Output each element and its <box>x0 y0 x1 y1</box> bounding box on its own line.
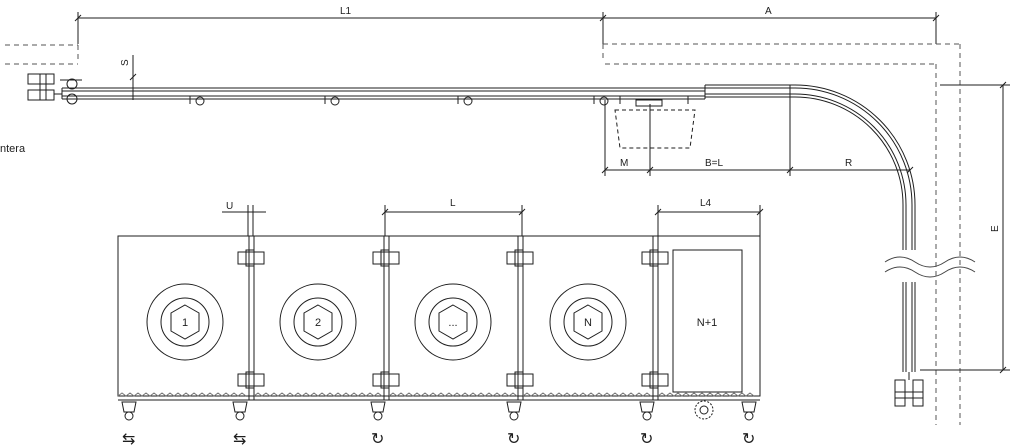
slide-arrow-icon: ⇆ <box>122 429 135 448</box>
panel-label-2: 2 <box>315 317 321 329</box>
panel-label-3: ... <box>448 317 457 329</box>
panel-label-5: N+1 <box>697 317 718 329</box>
panel-n-plus-1-box <box>672 249 743 393</box>
slide-arrow-icon: ⇆ <box>233 429 246 448</box>
panel-2-medallion <box>279 283 357 361</box>
curved-rail <box>704 84 976 372</box>
left-end-bracket <box>27 73 82 105</box>
panel-1-medallion <box>146 283 224 361</box>
panel-hinges <box>237 249 669 389</box>
bottom-end-bracket <box>894 372 924 407</box>
drive-gear <box>694 400 714 420</box>
wall-opening-outline <box>5 43 961 425</box>
dimension-l4 <box>654 205 764 236</box>
dimension-a <box>603 12 940 44</box>
left-caption: ntera <box>0 143 26 155</box>
top-plan-view <box>5 12 1010 425</box>
label-b-eq-l: B=L <box>705 158 724 169</box>
label-e: E <box>990 225 1001 232</box>
label-s: S <box>120 59 131 66</box>
label-u: U <box>226 201 233 212</box>
panel-label-1: 1 <box>182 317 188 329</box>
label-l: L <box>450 198 456 209</box>
panel-label-4: N <box>584 317 592 329</box>
dimension-m-b-r <box>601 85 914 176</box>
dimension-s <box>129 55 137 100</box>
label-l1: L1 <box>340 6 352 17</box>
rotate-arrow-icon: ↻ <box>640 429 653 448</box>
rotate-arrow-icon: ↻ <box>371 429 384 448</box>
label-r: R <box>845 158 852 169</box>
bottom-rack <box>117 392 760 401</box>
label-a: A <box>765 6 772 17</box>
rail-hinges <box>189 96 689 106</box>
straight-rail <box>61 87 705 100</box>
panel-wheels <box>121 401 757 421</box>
label-l4: L4 <box>700 198 712 209</box>
elevation-view <box>117 205 764 421</box>
rotate-arrow-icon: ↻ <box>507 429 520 448</box>
dimension-l <box>381 205 526 236</box>
motor-outline <box>614 99 696 170</box>
panel-3-medallion <box>414 283 492 361</box>
panel-4-medallion <box>549 283 627 361</box>
dimension-u <box>222 205 266 236</box>
rotate-arrow-icon: ↻ <box>742 429 755 448</box>
label-m: M <box>620 158 628 169</box>
dimension-e <box>920 81 1010 374</box>
